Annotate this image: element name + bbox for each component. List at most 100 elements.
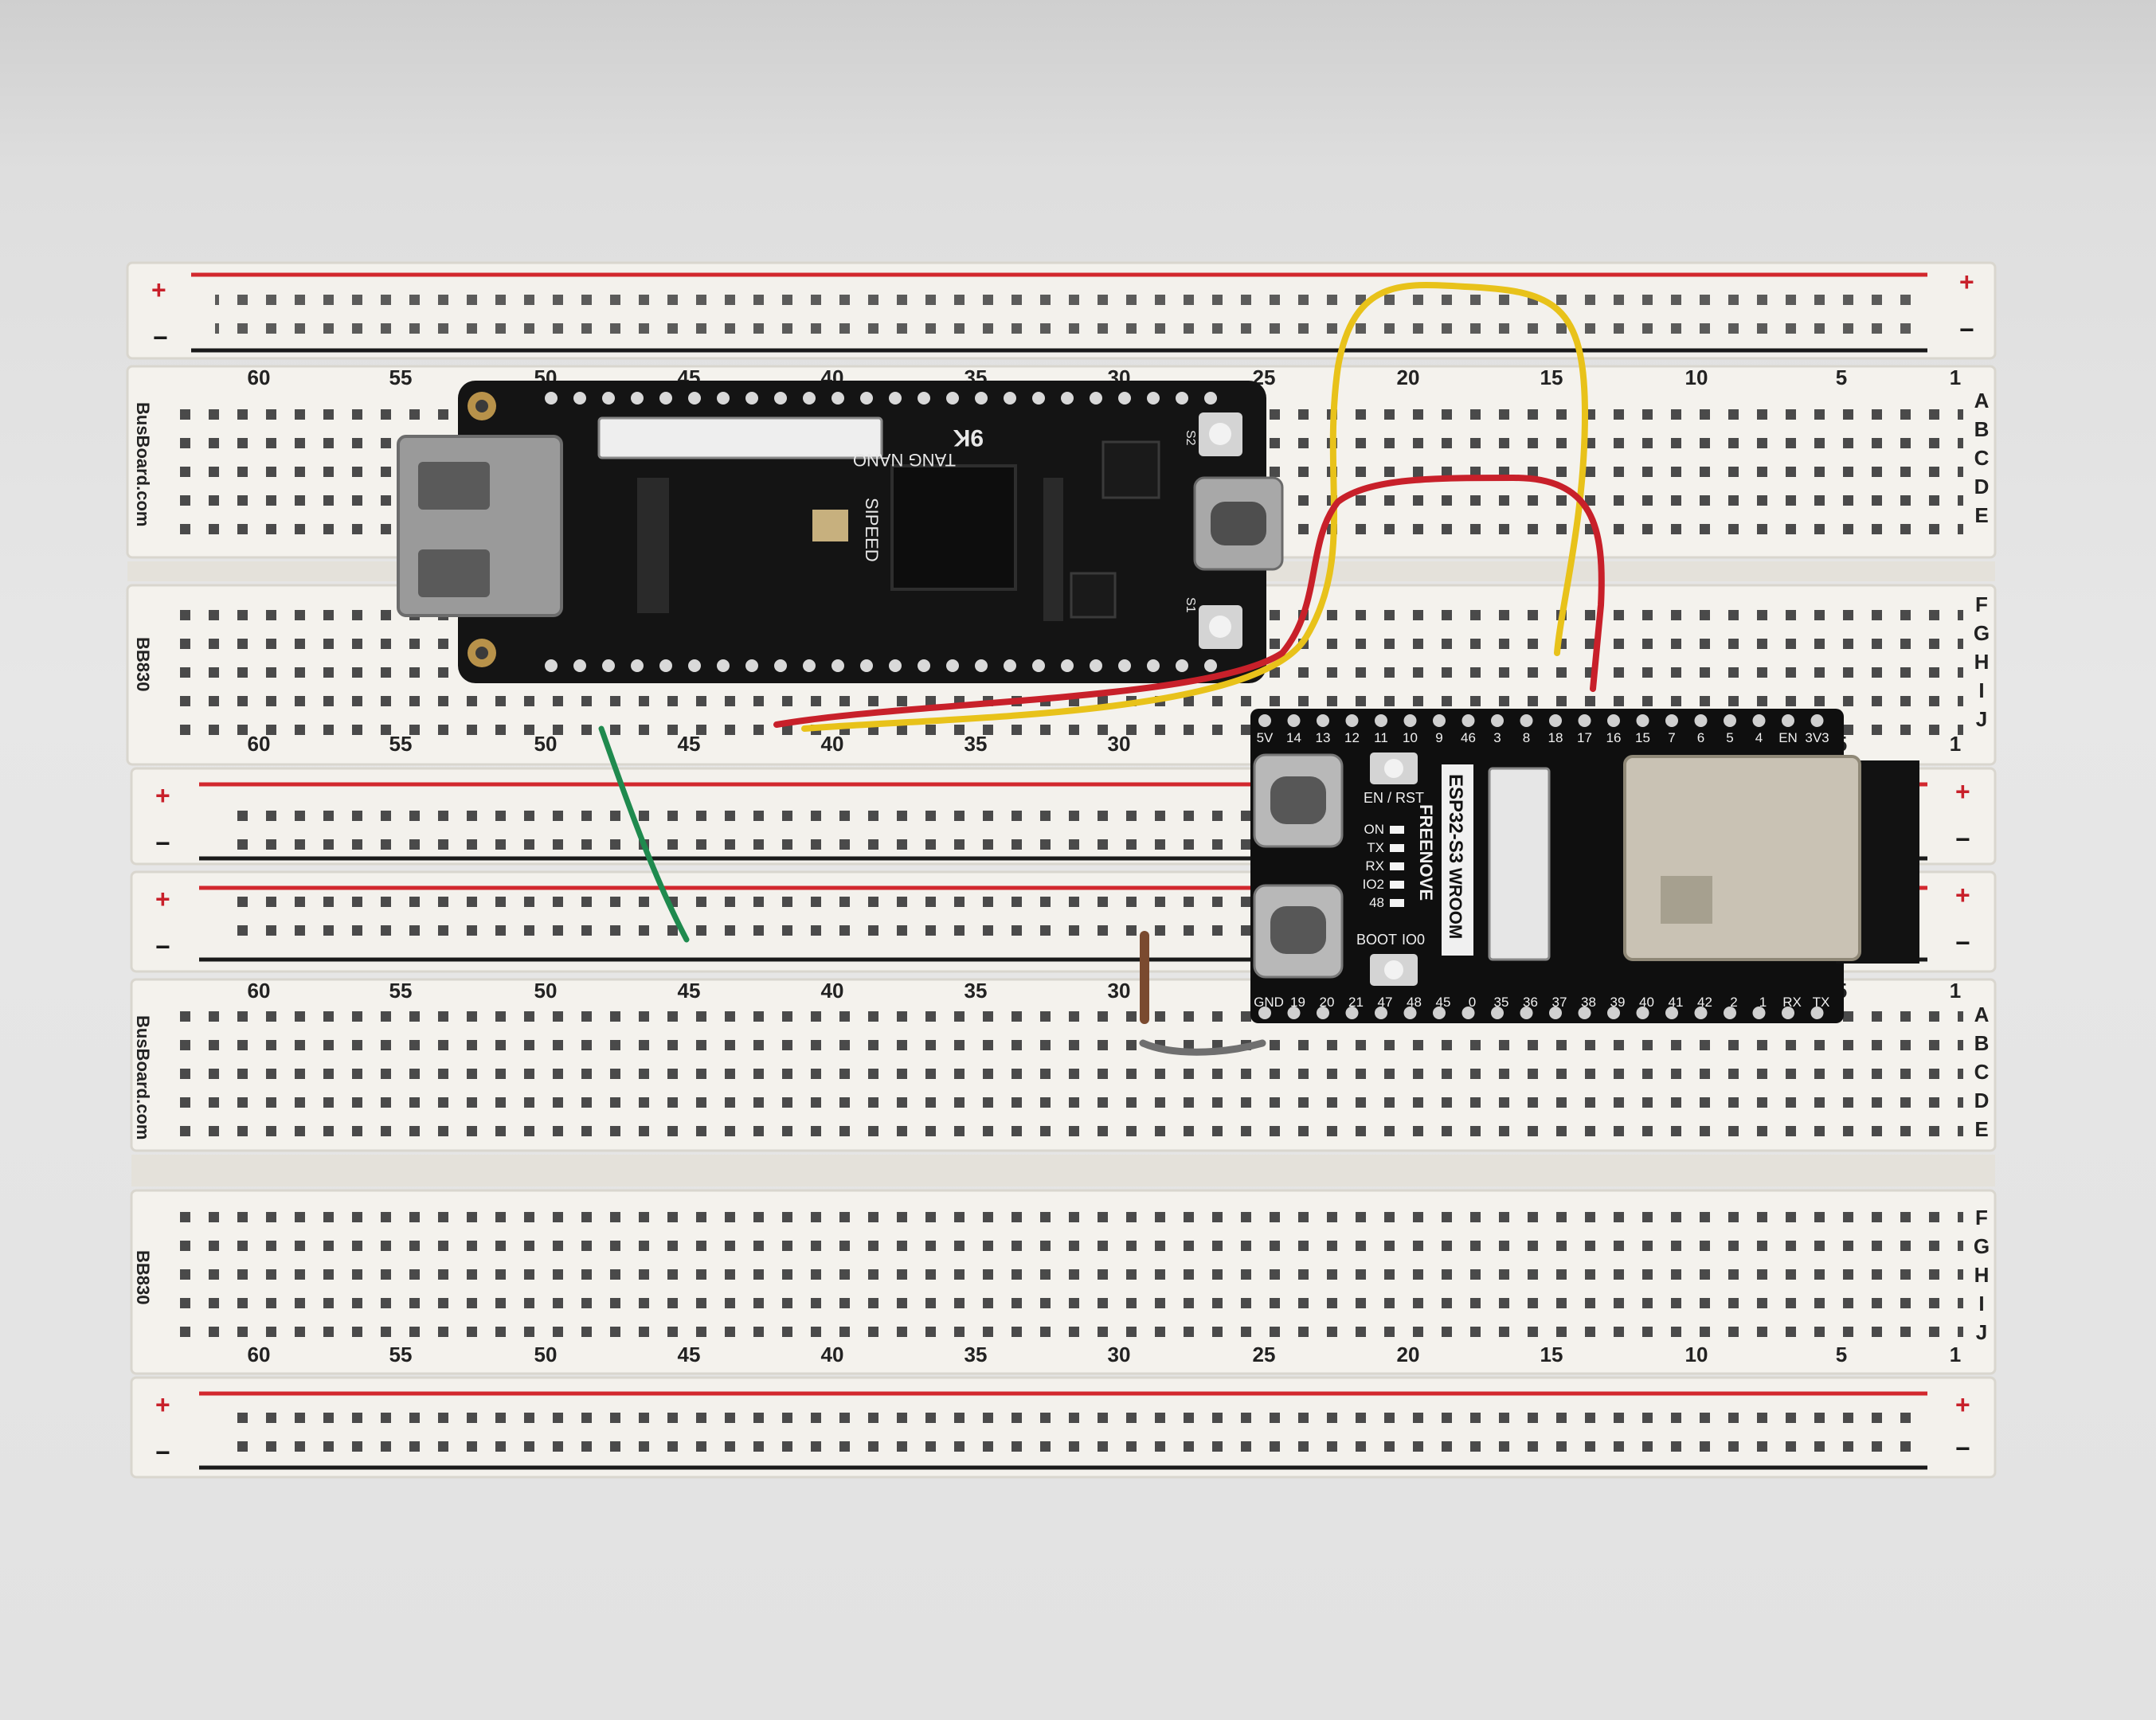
header-pin (1258, 1007, 1271, 1019)
esp32-pin-label: 5 (1726, 730, 1733, 745)
esp32-pin-label: 12 (1344, 730, 1360, 745)
svg-text:+: + (151, 276, 166, 304)
column-number-label: 30 (1108, 979, 1131, 1003)
yellow-wire (801, 281, 1589, 732)
row-letter-label: D (1974, 475, 1990, 498)
header-pin (1491, 714, 1504, 727)
wroom-module (1623, 755, 1861, 961)
header-pin (860, 659, 873, 672)
header-pin (1724, 1007, 1736, 1019)
header-pin (1636, 714, 1649, 727)
header-pin (1317, 1007, 1329, 1019)
esp32-pin-label: RX (1782, 995, 1802, 1010)
esp32-pin-label: 38 (1581, 995, 1596, 1010)
row-letter-label: H (1974, 650, 1990, 674)
header-pin (545, 392, 558, 405)
fpga-chip (890, 464, 1017, 591)
header-pin (1607, 714, 1620, 727)
camera-ribbon-connector (1488, 767, 1551, 961)
svg-text:+: + (1955, 1390, 1970, 1419)
row-letter-label: C (1974, 446, 1990, 470)
column-number-label: 55 (389, 732, 413, 756)
column-number-label: 5 (1836, 1343, 1847, 1366)
header-pin (1287, 714, 1301, 727)
status-led (1390, 899, 1404, 907)
esp32-pin-label: 0 (1469, 995, 1476, 1010)
header-pin (1694, 714, 1708, 727)
svg-text:−: − (1955, 825, 1970, 854)
header-pin (1032, 392, 1045, 405)
esp32-pin-label: 13 (1316, 730, 1331, 745)
esp32-pin-label: 8 (1523, 730, 1530, 745)
row-letter-label: A (1974, 389, 1990, 412)
header-pin (774, 659, 787, 672)
header-pin (1403, 1007, 1417, 1019)
header-pin (889, 392, 902, 405)
header-pin (803, 659, 816, 672)
esp32-pin-label: 3V3 (1805, 730, 1829, 745)
esp32-module-label: WROOM (1446, 868, 1465, 939)
row-letter-label: F (1975, 1206, 1988, 1229)
column-number-label: 60 (248, 1343, 271, 1366)
esp32-pin-label: 7 (1668, 730, 1675, 745)
en-rst-label: EN / RST (1364, 790, 1424, 806)
header-pin (602, 392, 615, 405)
esp32-pin-label: 9 (1435, 730, 1442, 745)
esp32-pin-label: 36 (1523, 995, 1538, 1010)
row-letter-label: C (1974, 1060, 1990, 1084)
row-letter-label: H (1974, 1263, 1990, 1287)
fpga-board-variant: 9K (953, 424, 984, 451)
svg-text:+: + (1955, 777, 1970, 806)
esp32-pin-label: 14 (1286, 730, 1301, 745)
header-pin (1752, 714, 1766, 727)
esp32-pin-label: 10 (1403, 730, 1418, 745)
header-pin (1782, 1007, 1794, 1019)
svg-text:BusBoard.com: BusBoard.com (133, 402, 153, 526)
header-pin (1090, 392, 1102, 405)
header-pin (1461, 1007, 1475, 1019)
column-number-label: 40 (821, 979, 844, 1003)
column-number-label: 20 (1397, 366, 1420, 389)
column-number-label: 45 (678, 1343, 701, 1366)
column-number-label: 35 (965, 1343, 988, 1366)
jumper-lead-gray (1139, 1039, 1266, 1056)
header-pin (1287, 1007, 1301, 1019)
header-pin (1004, 392, 1016, 405)
red-wire (773, 474, 1605, 728)
led-label: IO2 (1363, 877, 1384, 892)
svg-text:−: − (1955, 928, 1970, 957)
esp32-pin-label: 5V (1257, 730, 1274, 745)
header-pin (1549, 714, 1562, 727)
esp32-pin-label: EN (1778, 730, 1798, 745)
svg-text:+: + (155, 885, 170, 913)
row-letter-label: B (1974, 1031, 1990, 1055)
esp32-pin-label: 11 (1374, 730, 1388, 745)
esp32-pin-label: 41 (1669, 995, 1684, 1010)
fpga-board-name: TANG NANO (853, 450, 956, 470)
column-number-label: 60 (248, 366, 271, 389)
header-pin (659, 392, 672, 405)
column-number-label: 45 (678, 732, 701, 756)
esp32-pin-label: 2 (1730, 995, 1737, 1010)
header-pin (1520, 1007, 1533, 1019)
row-letter-label: B (1974, 417, 1990, 441)
row-letter-label: A (1974, 1003, 1990, 1026)
svg-text:−: − (155, 829, 170, 858)
header-pin (831, 392, 844, 405)
header-pin (1694, 1007, 1708, 1019)
header-pin (1607, 1007, 1620, 1019)
header-pin (717, 392, 730, 405)
header-pin (631, 659, 644, 672)
boot-label: BOOT (1356, 932, 1397, 948)
esp32-pin-label: 21 (1348, 995, 1364, 1010)
esp32-chip-label: ESP32-S3 (1445, 774, 1466, 863)
header-pin (946, 392, 959, 405)
header-pin (1433, 714, 1446, 727)
rail-labels: + + + + + + + + (151, 268, 1974, 1419)
green-wire (598, 725, 690, 943)
column-number-label: 15 (1540, 1343, 1563, 1366)
column-number-label: 30 (1108, 732, 1131, 756)
header-pin (1665, 714, 1678, 727)
esp32-pin-label: 35 (1494, 995, 1509, 1010)
